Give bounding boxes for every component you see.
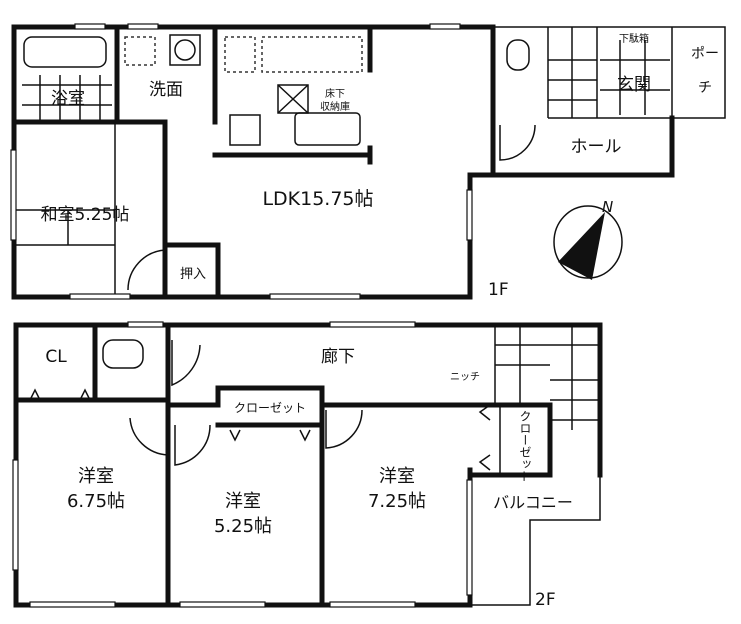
- tatami-lines: [14, 122, 116, 297]
- closet-vertical-label: クローゼット: [518, 410, 532, 482]
- window: [466, 189, 473, 241]
- window: [74, 23, 106, 30]
- toilet-door-swing: [499, 124, 536, 161]
- room-c-name: 洋室: [379, 466, 415, 487]
- window: [466, 479, 473, 596]
- stairs-1f: [548, 27, 597, 118]
- shoe-box-label: 下駄箱: [619, 32, 649, 45]
- window: [12, 459, 19, 571]
- entrance-label: 玄関: [617, 75, 651, 95]
- stairs-2f: [494, 325, 600, 430]
- closet-label: クローゼット: [234, 401, 306, 415]
- room-c-size: 7.25帖: [368, 491, 426, 512]
- floor1-level-label: 1F: [488, 280, 509, 300]
- balcony-label: バルコニー: [493, 493, 573, 512]
- window: [127, 23, 159, 30]
- porch-label-2: チ: [698, 80, 712, 96]
- kitchen-counter-wall: [212, 24, 373, 165]
- japanese-room-label: 和室5.25帖: [41, 205, 130, 225]
- bathtub-icon: [23, 36, 107, 68]
- toilet-door-swing: [171, 340, 201, 387]
- washbasin-icon: [169, 34, 201, 66]
- window: [179, 601, 266, 608]
- compass-icon: N: [553, 198, 623, 280]
- bath-label: 浴室: [51, 89, 85, 109]
- bath-floor-tiles: [22, 75, 112, 120]
- washroom-label: 洗面: [149, 80, 183, 100]
- fridge-space-icon: [224, 36, 256, 73]
- sink-icon: [174, 39, 196, 61]
- room-b-name: 洋室: [225, 491, 261, 512]
- floor-1: 浴室 洗面 床下 収納庫 LDK15.75帖 和室5.25帖 押入 ホール 玄関…: [10, 23, 726, 300]
- underfloor-storage-icon: [277, 84, 309, 114]
- hall-label: ホール: [571, 137, 622, 157]
- floor2-level-label: 2F: [535, 590, 556, 610]
- window: [269, 293, 361, 300]
- floor1-entry-wall: [490, 24, 675, 178]
- bath-walls: [11, 24, 218, 125]
- washer-pan-icon: [124, 36, 156, 66]
- cupboard-icon: [261, 36, 363, 73]
- floor1-entry-partitions: [493, 26, 726, 119]
- toilet-2f-icon: [102, 339, 144, 369]
- floor-2: CL 廊下 ニッチ クローゼット クローゼット 洋室 6.75帖 洋室 5.25…: [12, 321, 603, 610]
- balcony-outline: [470, 475, 601, 606]
- room-b-size: 5.25帖: [214, 516, 272, 537]
- cl-label: CL: [45, 347, 67, 367]
- floor2-interior-walls: [13, 322, 553, 608]
- closet-vertical-outline: [499, 405, 551, 475]
- underfloor-storage-label-1: 床下: [325, 87, 345, 100]
- oshiire-wall: [162, 242, 221, 300]
- room-b-door-swing: [174, 424, 211, 466]
- floor2-outer-wall: [13, 322, 603, 608]
- window: [29, 601, 116, 608]
- window: [69, 293, 131, 300]
- stove-icon: [229, 114, 261, 146]
- window: [127, 321, 164, 328]
- toilet-icon: [506, 39, 530, 71]
- window: [10, 149, 17, 241]
- niche-label: ニッチ: [450, 371, 480, 383]
- oshiire-label: 押入: [180, 267, 206, 282]
- north-label: N: [602, 198, 613, 216]
- kitchen-sink-icon: [294, 112, 361, 146]
- room-c-door-swing: [325, 409, 363, 449]
- window: [429, 23, 461, 30]
- window: [329, 321, 416, 328]
- underfloor-storage-cross-icon: [277, 84, 309, 114]
- room-a-name: 洋室: [78, 466, 114, 487]
- room-a-door-swing: [129, 415, 169, 456]
- underfloor-storage-label-2: 収納庫: [320, 100, 350, 113]
- oshiire-door-swing: [127, 249, 166, 291]
- entrance-tiles: [600, 40, 670, 115]
- room-a-size: 6.75帖: [67, 491, 125, 512]
- closet-door-markers: [29, 388, 491, 471]
- window: [329, 601, 416, 608]
- corridor-label: 廊下: [321, 347, 355, 367]
- ldk-label: LDK15.75帖: [262, 188, 373, 210]
- porch-label-1: ポー: [691, 46, 719, 62]
